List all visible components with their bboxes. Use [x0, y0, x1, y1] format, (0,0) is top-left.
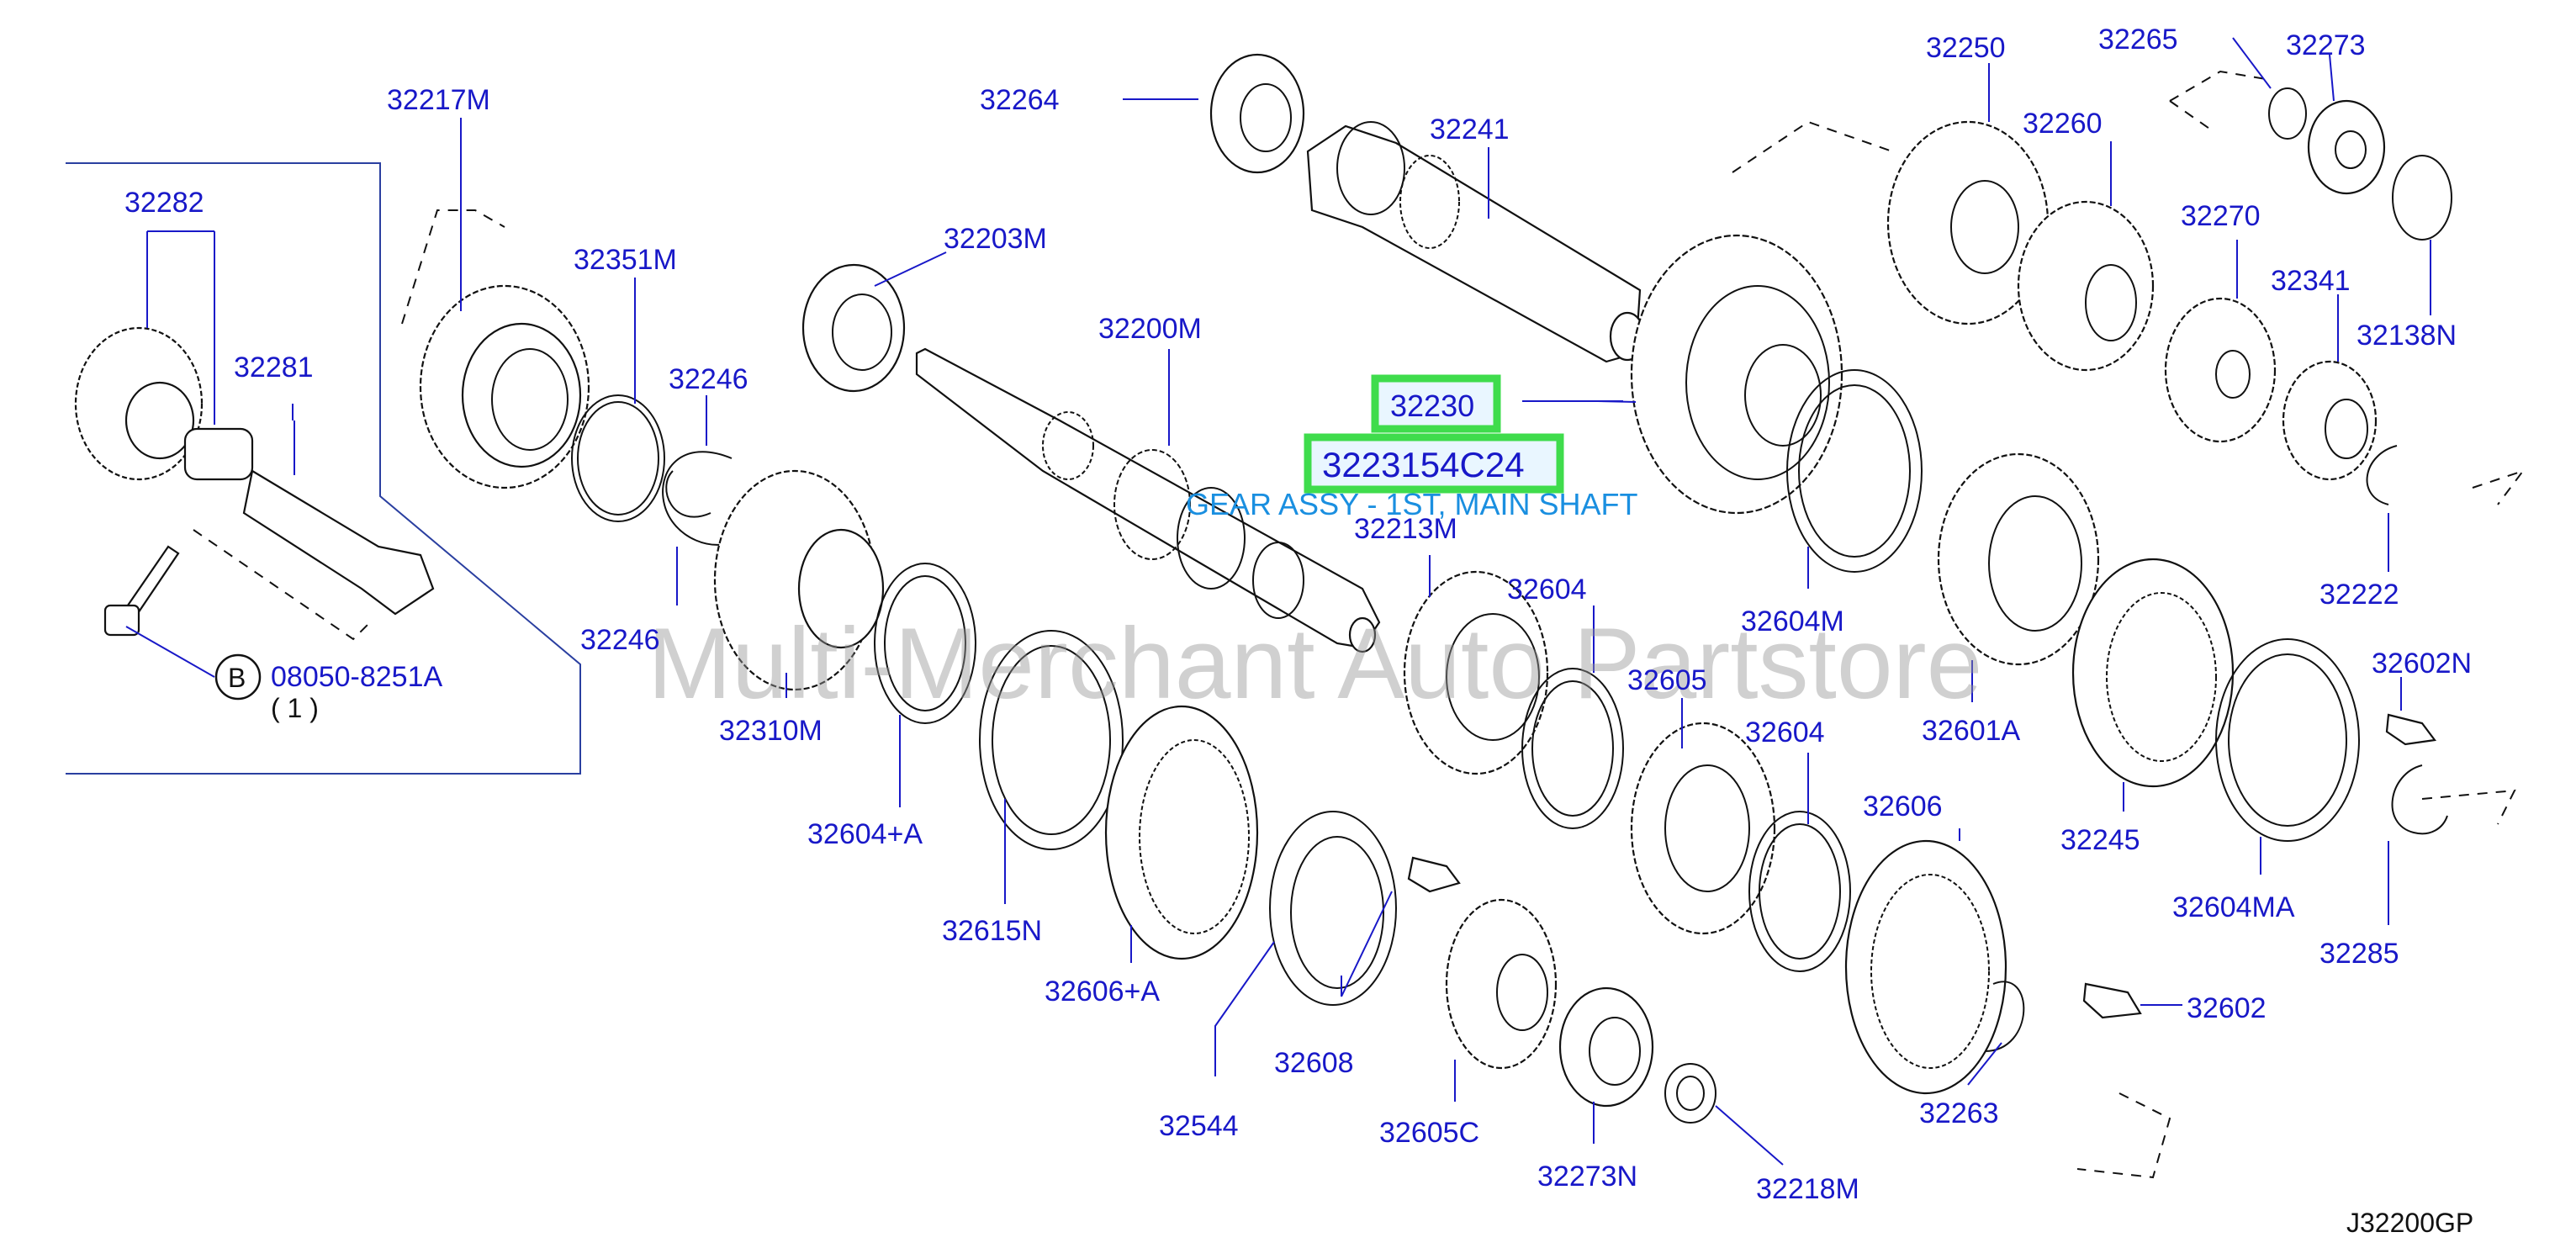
highlight-ref[interactable]: 32230	[1371, 374, 1501, 433]
label-32602[interactable]: 32602	[2187, 992, 2267, 1024]
label-32282[interactable]: 32282	[124, 187, 204, 219]
label-32605C[interactable]: 32605C	[1379, 1117, 1479, 1149]
callout-part-number[interactable]: 08050-8251A	[271, 661, 443, 693]
inset-frame	[66, 162, 581, 775]
highlight-ref-label: 32230	[1390, 389, 1474, 423]
label-32217M[interactable]: 32217M	[387, 84, 490, 116]
part-shapes	[74, 53, 2452, 1124]
callout-letter: B	[228, 663, 246, 693]
label-32213M[interactable]: 32213M	[1354, 513, 1457, 545]
dashed-guides	[193, 70, 2526, 1179]
label-32608[interactable]: 32608	[1274, 1047, 1354, 1079]
highlight-description: GEAR ASSY - 1ST, MAIN SHAFT	[1186, 487, 1637, 521]
label-32260[interactable]: 32260	[2023, 108, 2103, 140]
label-32218M[interactable]: 32218M	[1756, 1173, 1859, 1205]
label-32615N[interactable]: 32615N	[942, 915, 1042, 947]
label-32200M[interactable]: 32200M	[1098, 313, 1202, 345]
watermark-text: Multi-Merchant Auto Partstore	[648, 607, 1982, 720]
highlight-part-number[interactable]: 3223154C24	[1304, 433, 1564, 494]
label-32544[interactable]: 32544	[1159, 1110, 1239, 1142]
label-32351M[interactable]: 32351M	[574, 244, 677, 276]
label-32250[interactable]: 32250	[1926, 32, 2006, 64]
callout-quantity: ( 1 )	[271, 693, 319, 723]
highlight-part-number-label: 3223154C24	[1322, 445, 1525, 484]
label-32604MA[interactable]: 32604MA	[2172, 891, 2295, 923]
label-32604-lower[interactable]: 32604	[1745, 717, 1825, 748]
label-32246-upper[interactable]: 32246	[669, 363, 748, 395]
label-32605[interactable]: 32605	[1627, 664, 1707, 696]
part-labels: 32217M 32282 32351M 32281 32246 32246 32…	[124, 24, 2472, 1205]
drawing-code: J32200GP	[2346, 1208, 2473, 1238]
label-32265[interactable]: 32265	[2098, 24, 2178, 56]
label-32246-lower[interactable]: 32246	[580, 624, 660, 656]
label-32341[interactable]: 32341	[2271, 265, 2351, 297]
label-32310M[interactable]: 32310M	[719, 715, 823, 747]
label-32270[interactable]: 32270	[2181, 200, 2261, 232]
label-32264[interactable]: 32264	[980, 84, 1060, 116]
label-32601A[interactable]: 32601A	[1922, 715, 2021, 747]
label-32273[interactable]: 32273	[2286, 29, 2366, 61]
label-32604-plus-a[interactable]: 32604+A	[807, 818, 923, 850]
label-32606[interactable]: 32606	[1863, 791, 1943, 822]
label-32273N[interactable]: 32273N	[1537, 1161, 1637, 1192]
label-32281[interactable]: 32281	[234, 352, 314, 383]
label-32604M[interactable]: 32604M	[1741, 605, 1844, 637]
label-32138N[interactable]: 32138N	[2356, 320, 2457, 352]
label-32241[interactable]: 32241	[1430, 114, 1510, 145]
label-32606-plus-a[interactable]: 32606+A	[1045, 976, 1160, 1007]
label-32203M[interactable]: 32203M	[944, 223, 1047, 255]
label-32604-middle[interactable]: 32604	[1507, 574, 1587, 605]
label-32245[interactable]: 32245	[2060, 824, 2140, 856]
callout-b: B 08050-8251A ( 1 )	[214, 653, 443, 723]
label-32263[interactable]: 32263	[1919, 1097, 1999, 1129]
label-32285[interactable]: 32285	[2319, 938, 2399, 970]
label-32602N[interactable]: 32602N	[2372, 648, 2472, 680]
leader-lines	[125, 37, 2431, 1166]
label-32222[interactable]: 32222	[2319, 579, 2399, 611]
